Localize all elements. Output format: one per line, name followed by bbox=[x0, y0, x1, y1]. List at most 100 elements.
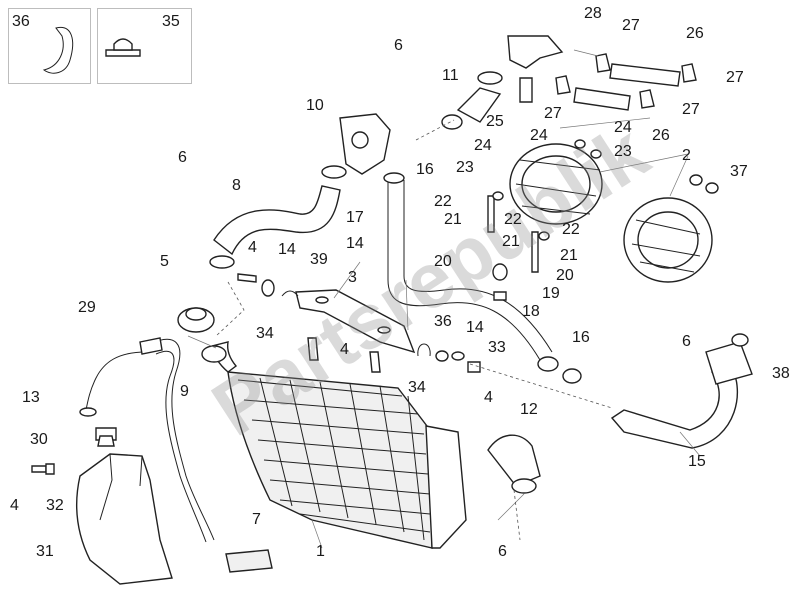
callout-4: 4 bbox=[484, 389, 493, 406]
washer-22-a bbox=[492, 191, 504, 201]
callout-27: 27 bbox=[682, 101, 700, 118]
clamp-27-b bbox=[555, 75, 571, 95]
callout-36: 36 bbox=[12, 13, 30, 30]
callout-20: 20 bbox=[434, 253, 452, 270]
callout-39: 39 bbox=[310, 251, 328, 268]
pipe-17 bbox=[387, 180, 541, 361]
spacer-14 bbox=[261, 279, 275, 297]
clamp-6-bottom bbox=[511, 478, 537, 494]
clip-39 bbox=[281, 290, 299, 297]
callout-14: 14 bbox=[466, 319, 484, 336]
callout-20: 20 bbox=[556, 267, 574, 284]
elbow-12 bbox=[487, 434, 541, 487]
bolt-21-b bbox=[531, 231, 539, 273]
sleeve-38 bbox=[705, 341, 753, 385]
bolt-34-b bbox=[369, 351, 381, 373]
sensor-25 bbox=[519, 77, 533, 103]
callout-21: 21 bbox=[560, 247, 578, 264]
bolt-37-b bbox=[705, 182, 719, 194]
callout-31: 31 bbox=[36, 543, 54, 560]
filler-neck bbox=[201, 345, 227, 363]
callout-11: 11 bbox=[442, 67, 459, 84]
callout-16: 16 bbox=[416, 161, 434, 178]
callout-24: 24 bbox=[614, 119, 632, 136]
clip-29 bbox=[139, 337, 163, 355]
clip-13 bbox=[79, 407, 97, 417]
sleeve-16 bbox=[562, 368, 582, 384]
callout-10: 10 bbox=[306, 97, 324, 114]
callout-38: 38 bbox=[772, 365, 790, 382]
callout-32: 32 bbox=[46, 497, 64, 514]
label-plate-7 bbox=[225, 549, 273, 573]
hose-9 bbox=[149, 338, 215, 541]
callout-33: 33 bbox=[488, 339, 506, 356]
callout-26: 26 bbox=[686, 25, 704, 42]
callout-14: 14 bbox=[346, 235, 364, 252]
callout-30: 30 bbox=[30, 431, 48, 448]
callout-16: 16 bbox=[572, 329, 590, 346]
callout-29: 29 bbox=[78, 299, 96, 316]
clamp-8-lower bbox=[209, 255, 235, 269]
callout-22: 22 bbox=[562, 221, 580, 238]
clamp-27-a bbox=[595, 53, 611, 73]
fitting-28 bbox=[507, 35, 564, 69]
hose-26-upper bbox=[609, 63, 681, 87]
callout-4: 4 bbox=[340, 341, 349, 358]
clamp-6-upper bbox=[321, 165, 347, 179]
callout-6: 6 bbox=[178, 149, 187, 166]
callout-4: 4 bbox=[10, 497, 19, 514]
callout-36: 36 bbox=[434, 313, 452, 330]
callout-4: 4 bbox=[248, 239, 257, 256]
washer-33 bbox=[451, 351, 465, 361]
callout-12: 12 bbox=[520, 401, 538, 418]
callout-35: 35 bbox=[162, 13, 180, 30]
callout-8: 8 bbox=[232, 177, 241, 194]
callout-27: 27 bbox=[726, 69, 744, 86]
callout-21: 21 bbox=[502, 233, 520, 250]
callout-6: 6 bbox=[498, 543, 507, 560]
bolt-37-a bbox=[689, 174, 703, 186]
callout-19: 19 bbox=[542, 285, 560, 302]
part-36-cable bbox=[42, 26, 74, 74]
clamp-11 bbox=[477, 71, 503, 85]
callout-15: 15 bbox=[688, 453, 706, 470]
hose-29 bbox=[85, 351, 147, 411]
callout-18: 18 bbox=[522, 303, 540, 320]
callout-25: 25 bbox=[486, 113, 504, 130]
callout-7: 7 bbox=[252, 511, 261, 528]
bolt-4-bracket bbox=[237, 273, 257, 283]
callout-9: 9 bbox=[180, 383, 189, 400]
clip-18 bbox=[493, 291, 507, 301]
callout-24: 24 bbox=[530, 127, 548, 144]
callout-23: 23 bbox=[456, 159, 474, 176]
callout-27: 27 bbox=[544, 105, 562, 122]
nut-24 bbox=[574, 139, 586, 149]
callout-13: 13 bbox=[22, 389, 40, 406]
callout-6: 6 bbox=[682, 333, 691, 350]
hose-26-lower bbox=[573, 87, 631, 111]
bolt-34-a bbox=[307, 337, 319, 361]
part-35-cap bbox=[105, 49, 141, 57]
grommet-14 bbox=[435, 350, 449, 362]
expansion-tank-31 bbox=[76, 453, 173, 585]
hose-9-outer bbox=[155, 350, 207, 543]
callout-3: 3 bbox=[348, 269, 357, 286]
callout-34: 34 bbox=[256, 325, 274, 342]
callout-34: 34 bbox=[408, 379, 426, 396]
inset-box-part-36 bbox=[8, 8, 91, 84]
callout-22: 22 bbox=[504, 211, 522, 228]
cooling-fan bbox=[509, 143, 713, 283]
clamp-6-right bbox=[731, 333, 749, 347]
callout-23: 23 bbox=[614, 143, 632, 160]
pipe-11 bbox=[456, 87, 502, 123]
callout-2: 2 bbox=[682, 147, 691, 164]
clamp-16-lower bbox=[537, 356, 559, 372]
clamp-27-c bbox=[639, 89, 655, 109]
hose-8 bbox=[213, 185, 341, 256]
nut-23 bbox=[590, 149, 602, 159]
clamp-6-top bbox=[441, 114, 463, 130]
pipe-17-end bbox=[383, 172, 405, 184]
radiator bbox=[211, 341, 467, 549]
callout-22: 22 bbox=[434, 193, 452, 210]
